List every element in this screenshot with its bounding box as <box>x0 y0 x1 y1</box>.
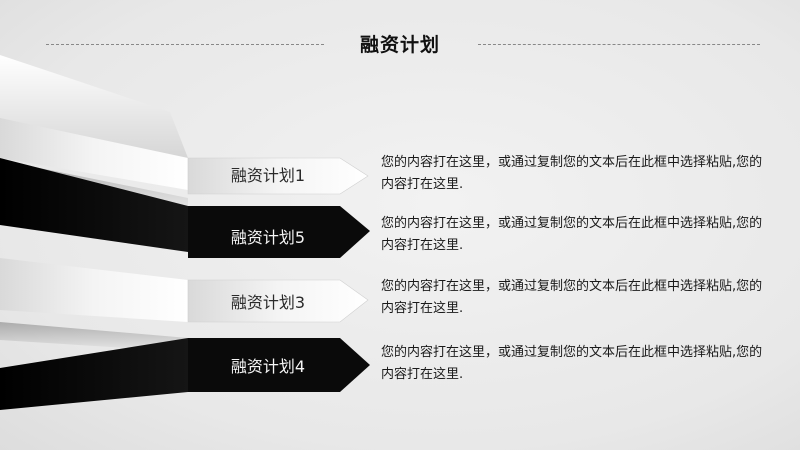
ribbon-1-body <box>0 118 188 190</box>
ribbon-4-body <box>0 338 188 410</box>
page-title: 融资计划 <box>359 34 440 56</box>
description-4: 您的内容打在这里，或通过复制您的文本后在此框中选择粘贴,您的内容打在这里. <box>381 345 763 382</box>
ribbon-4 <box>0 322 370 410</box>
title-divider-left <box>46 44 324 45</box>
ribbon-3 <box>0 258 369 323</box>
ribbon-1-arrow <box>187 157 369 195</box>
ribbon-label-3: 融资计划3 <box>230 293 306 312</box>
ribbon-4-arrow <box>188 338 370 392</box>
ribbon-3-body <box>0 258 188 322</box>
ribbon-1 <box>0 55 369 195</box>
description-1: 您的内容打在这里，或通过复制您的文本后在此框中选择粘贴,您的内容打在这里. <box>381 155 763 192</box>
ribbon-label-4: 融资计划4 <box>230 357 306 376</box>
description-3: 您的内容打在这里，或通过复制您的文本后在此框中选择粘贴,您的内容打在这里. <box>381 279 763 316</box>
ribbon-label-2: 融资计划5 <box>230 228 306 247</box>
ribbon-4-shadow <box>0 322 188 352</box>
ribbon-2 <box>0 158 370 258</box>
ribbon-1-top <box>0 55 188 158</box>
ribbon-2-body <box>0 158 188 252</box>
ribbon-2-arrow <box>188 206 370 258</box>
ribbon-label-1: 融资计划1 <box>230 166 306 185</box>
title-divider-right <box>478 44 760 45</box>
description-2: 您的内容打在这里，或通过复制您的文本后在此框中选择粘贴,您的内容打在这里. <box>381 216 763 253</box>
ribbon-3-arrow <box>187 279 369 323</box>
